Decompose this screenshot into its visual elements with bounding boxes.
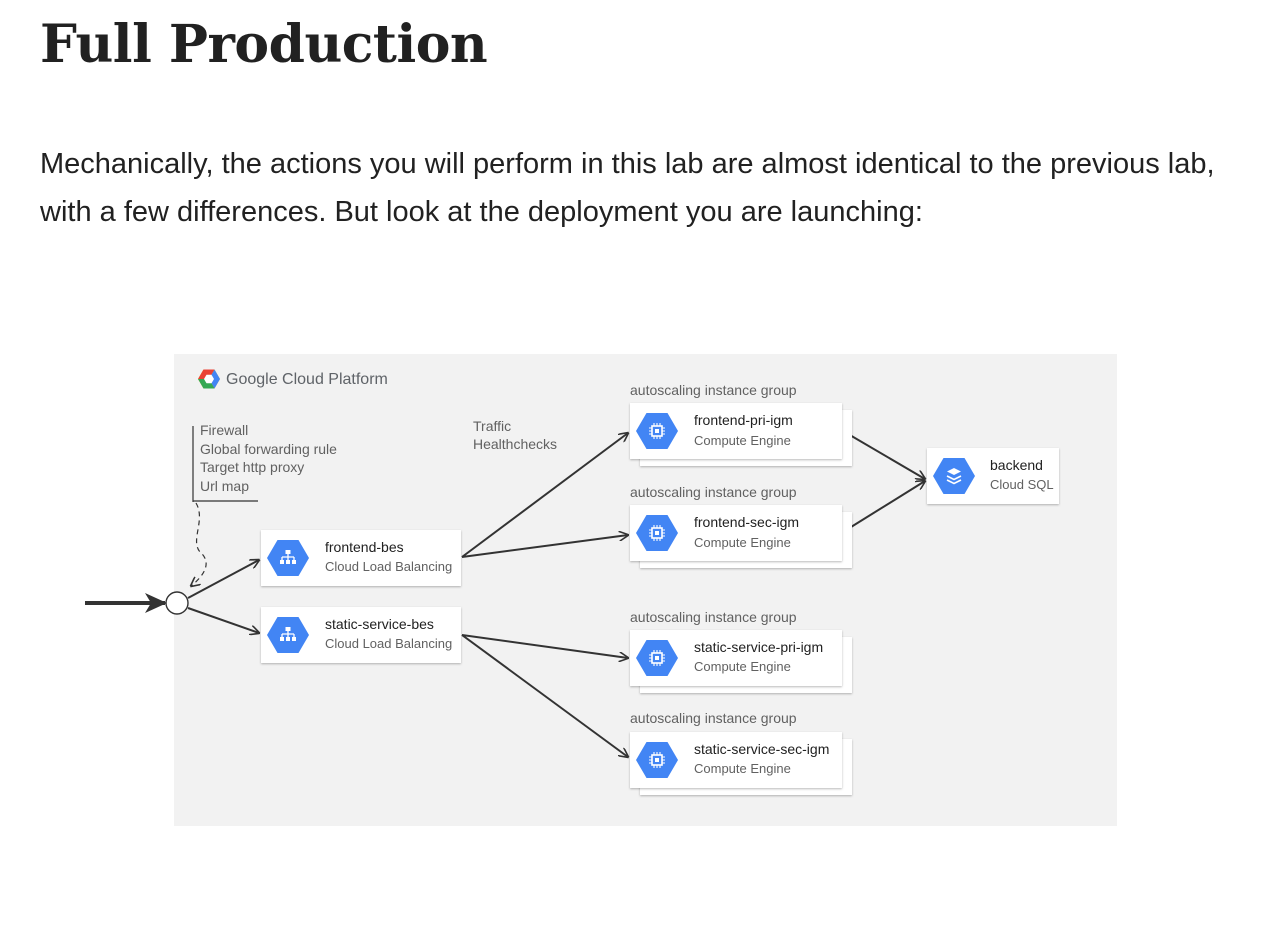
url-map-label: Url map — [200, 478, 249, 494]
frontend-pri-igm-service: Compute Engine — [694, 433, 791, 448]
cloud-sql-icon — [933, 458, 975, 494]
healthchecks-label: Healthchecks — [473, 436, 557, 452]
cloud-load-balancing-icon — [267, 540, 309, 576]
traffic-label: Traffic — [473, 418, 511, 434]
static-service-sec-igm-name: static-service-sec-igm — [694, 741, 829, 757]
gcp-brand: Google Cloud Platform — [226, 371, 388, 388]
gcp-logo-icon — [198, 369, 220, 389]
compute-engine-icon — [636, 413, 678, 449]
frontend-sec-group-label: autoscaling instance group — [630, 484, 797, 500]
frontend-pri-group-label: autoscaling instance group — [630, 382, 797, 398]
static-service-sec-igm-service: Compute Engine — [694, 761, 791, 776]
frontend-bes-name: frontend-bes — [325, 539, 404, 555]
static-service-pri-igm-service: Compute Engine — [694, 659, 791, 674]
cloud-load-balancing-icon — [267, 617, 309, 653]
edge-entry-static-bes — [187, 607, 259, 633]
edge-frontend-bes-pri — [461, 433, 628, 558]
compute-engine-icon — [636, 515, 678, 551]
static-pri-group-label: autoscaling instance group — [630, 609, 797, 625]
edge-sec-backend — [842, 481, 925, 533]
static-service-bes-card: static-service-bes Cloud Load Balancing — [261, 607, 461, 663]
backend-name: backend — [990, 457, 1043, 473]
edge-pri-backend — [842, 430, 925, 479]
static-service-bes-service: Cloud Load Balancing — [325, 636, 452, 651]
http-proxy-label: Target http proxy — [200, 459, 304, 475]
frontend-bes-service: Cloud Load Balancing — [325, 559, 452, 574]
static-service-pri-igm-name: static-service-pri-igm — [694, 639, 823, 655]
static-service-sec-igm-card: static-service-sec-igm Compute Engine — [630, 732, 852, 795]
frontend-bes-card: frontend-bes Cloud Load Balancing — [261, 530, 461, 586]
frontend-sec-igm-name: frontend-sec-igm — [694, 514, 799, 530]
backend-service: Cloud SQL — [990, 477, 1054, 492]
firewall-label: Firewall — [200, 422, 248, 438]
intro-paragraph: Mechanically, the actions you will perfo… — [40, 148, 1215, 228]
frontend-pri-igm-card: frontend-pri-igm Compute Engine — [630, 403, 852, 466]
forwarding-rule-label: Global forwarding rule — [200, 441, 337, 457]
frontend-pri-igm-name: frontend-pri-igm — [694, 412, 793, 428]
static-service-bes-name: static-service-bes — [325, 616, 434, 632]
traffic-entry-node — [165, 591, 189, 615]
static-sec-group-label: autoscaling instance group — [630, 710, 797, 726]
edge-frontend-bes-sec — [461, 535, 628, 558]
edge-static-bes-pri — [461, 634, 628, 658]
frontend-sec-igm-card: frontend-sec-igm Compute Engine — [630, 505, 852, 568]
compute-engine-icon — [636, 640, 678, 676]
edge-entry-frontend-bes — [187, 560, 259, 599]
backend-card: backend Cloud SQL — [927, 448, 1059, 504]
frontend-sec-igm-service: Compute Engine — [694, 535, 791, 550]
static-service-pri-igm-card: static-service-pri-igm Compute Engine — [630, 630, 852, 693]
page-title: Full Production — [40, 14, 488, 75]
edge-static-bes-sec — [461, 634, 628, 757]
compute-engine-icon — [636, 742, 678, 778]
